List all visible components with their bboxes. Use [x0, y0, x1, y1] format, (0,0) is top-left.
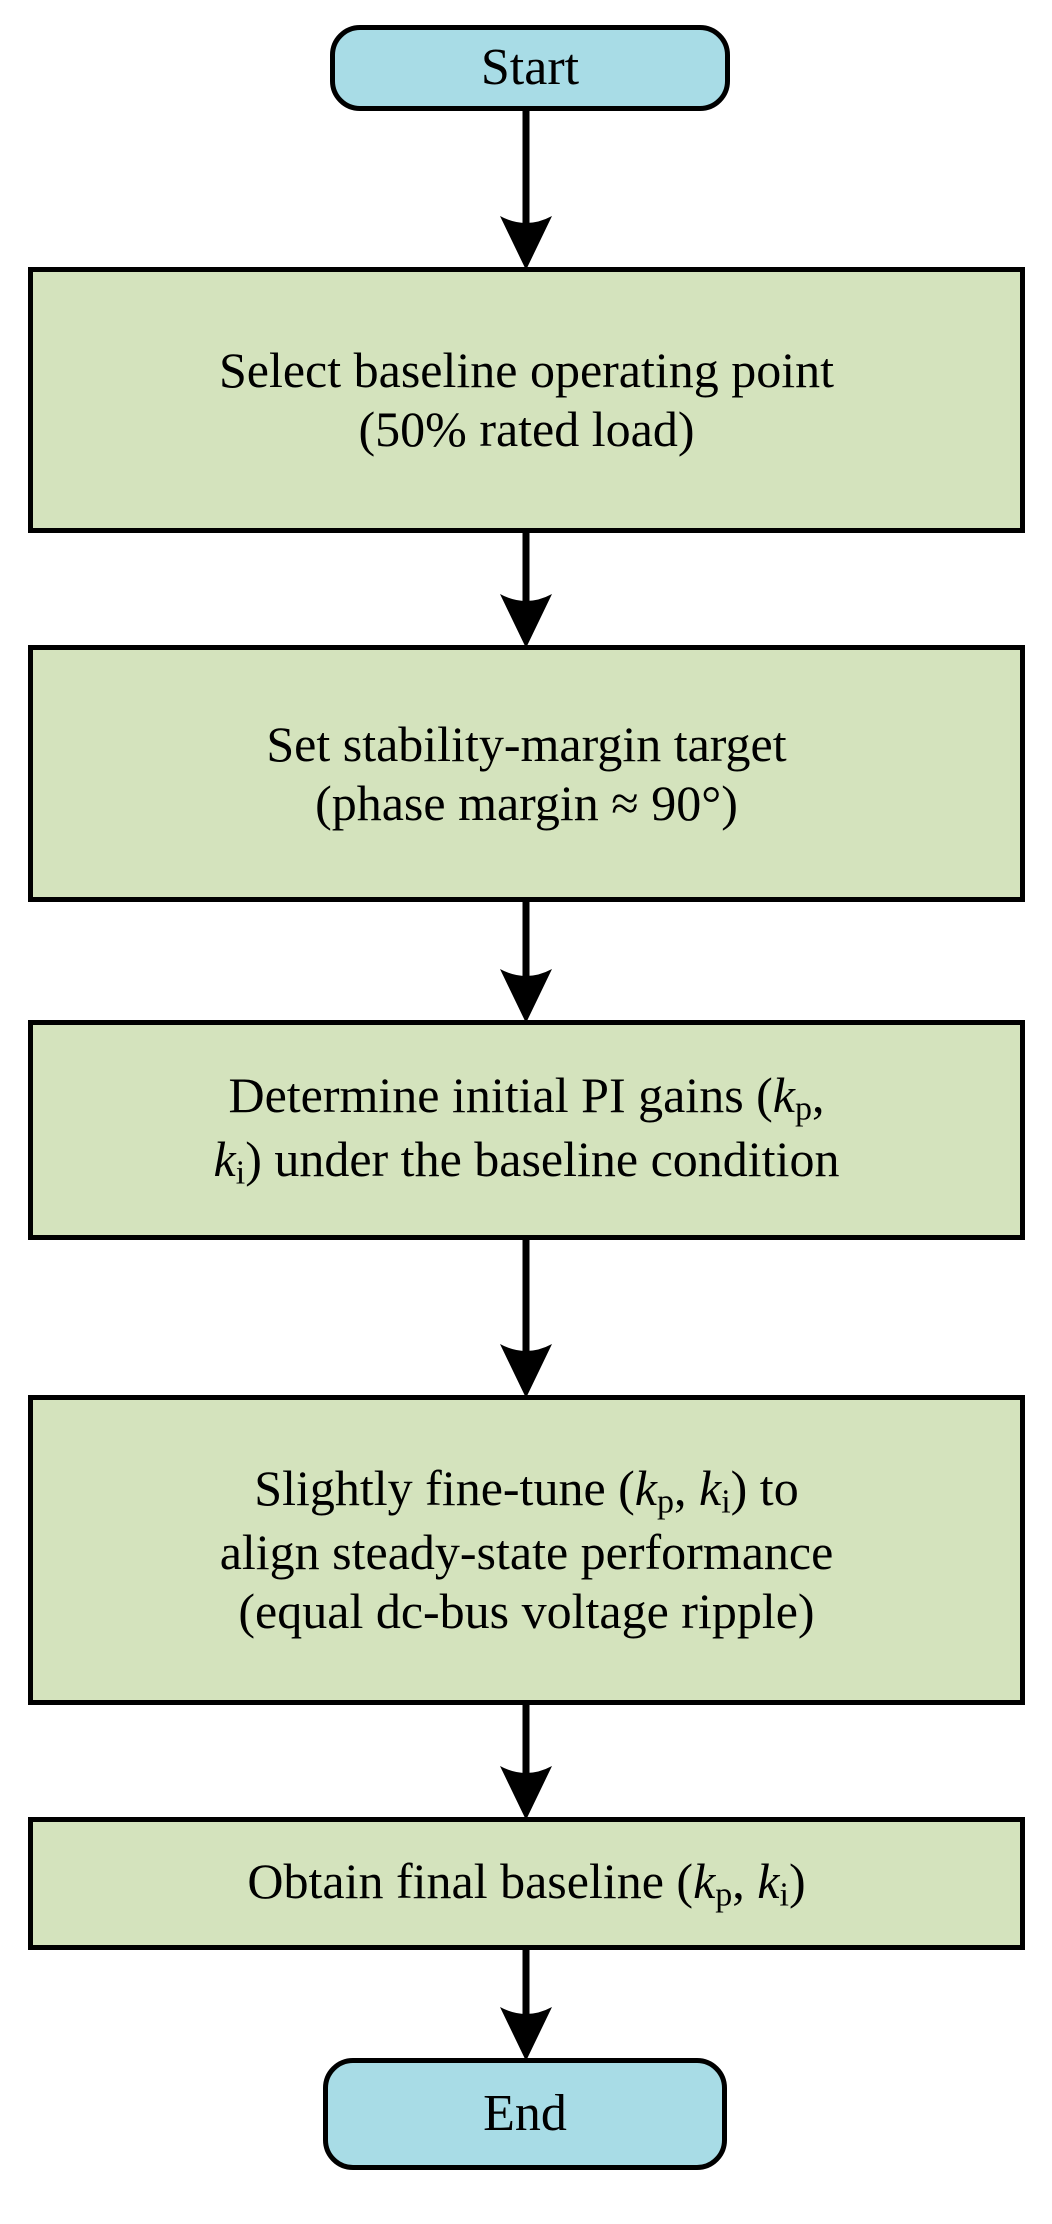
node-determine-initial-pi-gains[interactable]: Determine initial PI gains (kp, ki) unde…	[28, 1020, 1025, 1240]
node-step1-line2: (50% rated load)	[358, 401, 695, 457]
edge-step1-to-step2	[0, 530, 1052, 648]
edge-step3-to-step4	[0, 1237, 1052, 1398]
node-step4-line3: (equal dc-bus voltage ripple)	[238, 1582, 815, 1639]
node-step4-line2: align steady-state performance	[219, 1523, 834, 1580]
node-step4-line1: Slightly fine-tune (kp, ki) to	[254, 1460, 799, 1520]
node-step3-text-comma: ,	[812, 1067, 825, 1124]
node-step4-label: Slightly fine-tune (kp, ki) to align ste…	[33, 1459, 1020, 1641]
node-step5-var-kp: k	[693, 1852, 716, 1909]
node-step4-sub-i: i	[721, 1483, 731, 1521]
node-step1-label: Select baseline operating point (50% rat…	[33, 341, 1020, 459]
node-step5-line1: Obtain final baseline (kp, ki)	[247, 1852, 806, 1913]
node-step4-var-ki: k	[699, 1460, 722, 1517]
node-step5-var-ki: k	[757, 1852, 780, 1909]
edge-step2-to-step3	[0, 899, 1052, 1023]
node-step2-line1: Set stability-margin target	[266, 715, 787, 772]
node-step4-text-pre: Slightly fine-tune (	[254, 1460, 635, 1517]
edge-start-to-step1	[0, 108, 1052, 270]
edge-step4-to-step5	[0, 1702, 1052, 1820]
node-set-stability-margin-target[interactable]: Set stability-margin target (phase margi…	[28, 645, 1025, 902]
node-obtain-final-baseline[interactable]: Obtain final baseline (kp, ki)	[28, 1817, 1025, 1950]
node-slightly-fine-tune-gains[interactable]: Slightly fine-tune (kp, ki) to align ste…	[28, 1395, 1025, 1705]
node-step3-text-pre: Determine initial PI gains (	[228, 1067, 773, 1124]
node-step5-text-pre: Obtain final baseline (	[247, 1852, 694, 1909]
node-step4-text-post: ) to	[730, 1460, 799, 1517]
node-step3-line2: ki) under the baseline condition	[213, 1131, 840, 1191]
node-step2-label: Set stability-margin target (phase margi…	[33, 715, 1020, 833]
node-step1-line1: Select baseline operating point	[218, 342, 835, 398]
edge-step5-to-end	[0, 1947, 1052, 2061]
node-end[interactable]: End	[323, 2058, 727, 2170]
node-step3-label: Determine initial PI gains (kp, ki) unde…	[33, 1066, 1020, 1193]
node-step3-text-post: ) under the baseline condition	[245, 1131, 840, 1187]
node-step3-var-kp: k	[772, 1067, 795, 1124]
node-step2-line2: (phase margin ≈ 90°)	[315, 774, 738, 831]
node-step4-var-kp: k	[634, 1460, 657, 1517]
node-start-label: Start	[480, 39, 580, 97]
node-end-label: End	[483, 2085, 567, 2143]
node-step4-sub-p: p	[657, 1483, 674, 1521]
node-step3-sub-i: i	[235, 1154, 246, 1192]
node-step5-sub-i: i	[779, 1876, 789, 1914]
node-step3-line1: Determine initial PI gains (kp,	[228, 1067, 825, 1127]
node-step3-sub-p: p	[795, 1090, 812, 1128]
node-start[interactable]: Start	[330, 25, 730, 111]
node-step5-sub-p: p	[715, 1876, 733, 1914]
node-step3-var-ki: k	[213, 1131, 236, 1187]
node-step4-text-mid: ,	[674, 1460, 699, 1517]
node-step5-label: Obtain final baseline (kp, ki)	[33, 1852, 1020, 1916]
node-select-baseline-operating-point[interactable]: Select baseline operating point (50% rat…	[28, 267, 1025, 533]
node-step5-text-mid: ,	[732, 1852, 758, 1909]
node-step5-text-post: )	[788, 1852, 806, 1909]
